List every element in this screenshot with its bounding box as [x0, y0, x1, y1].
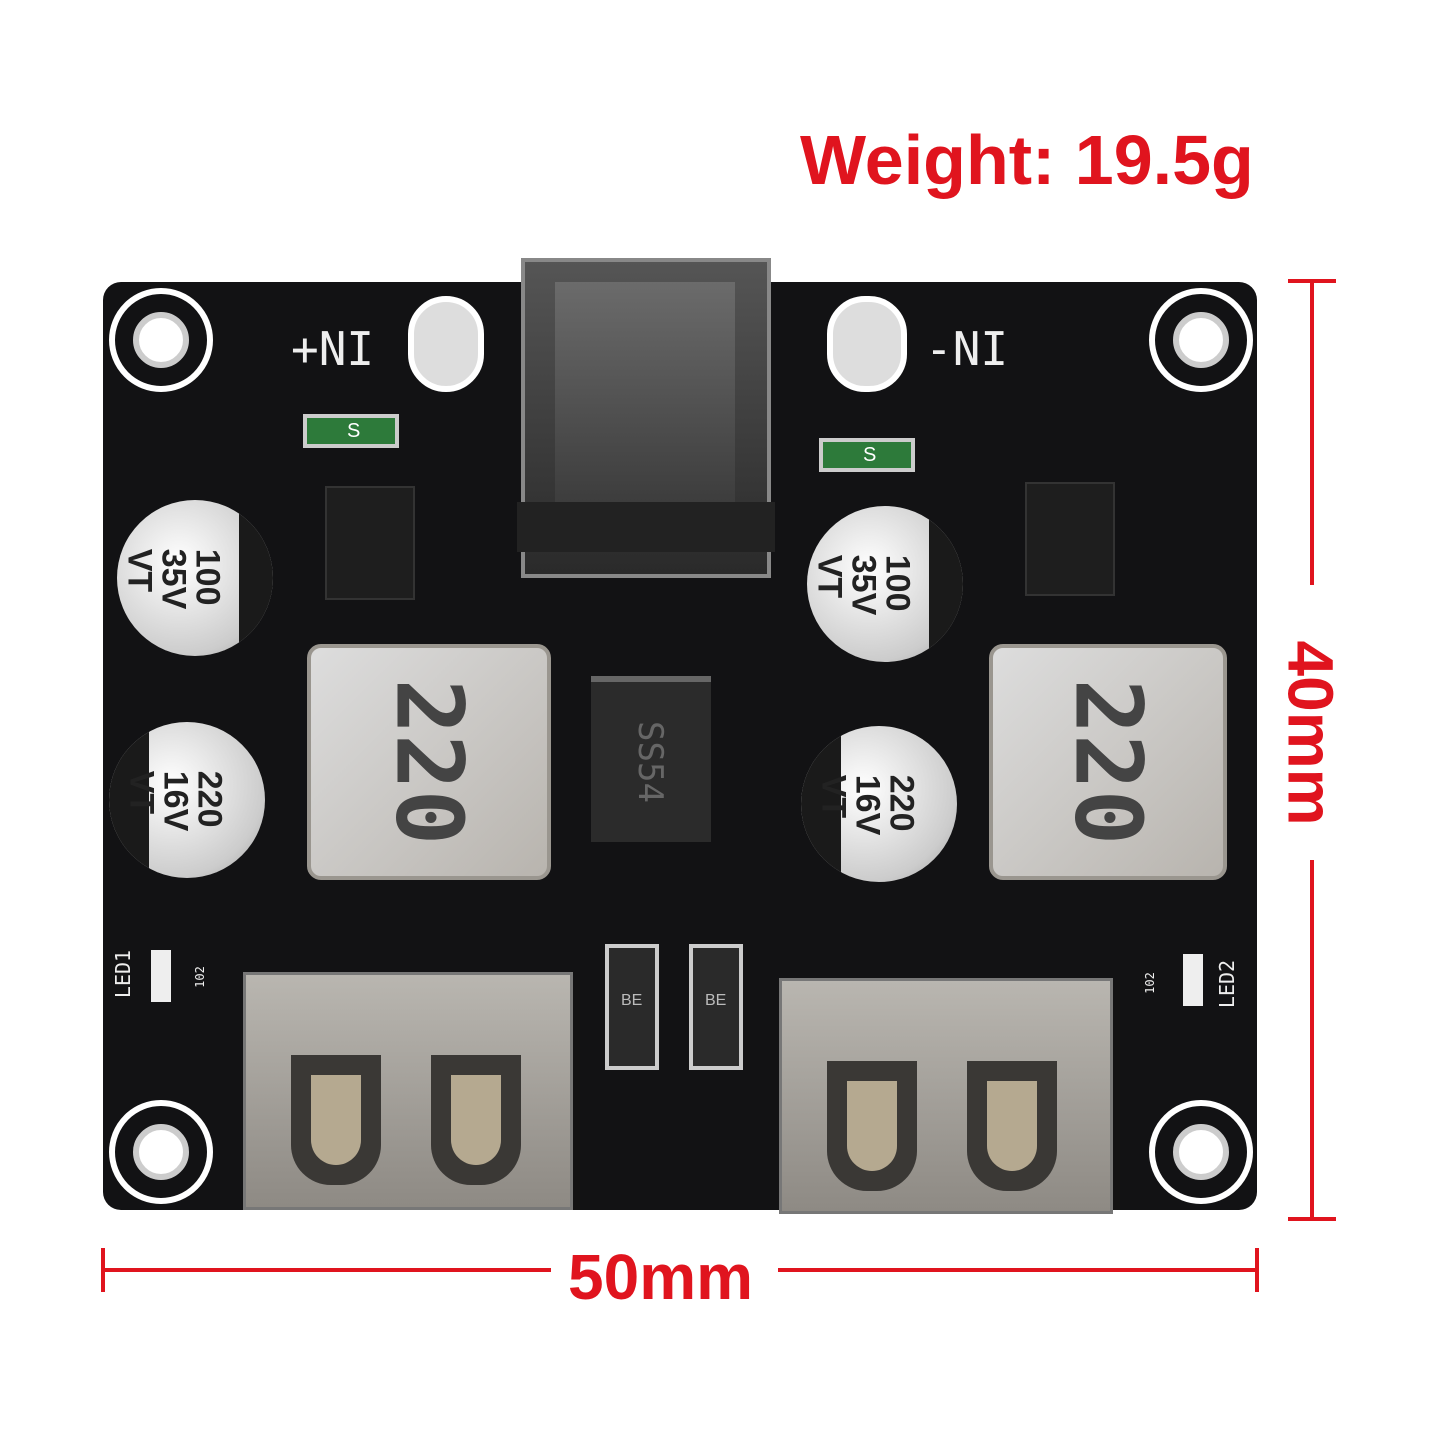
mounting-hole: [109, 288, 213, 392]
input-plus-pad: [408, 296, 484, 392]
input-minus-label: -NI: [925, 322, 1009, 376]
width-dimension-line: [778, 1268, 1258, 1272]
resistor-label: 102: [192, 966, 207, 988]
led1-label: LED1: [111, 949, 136, 999]
capacitor-220uf: 220 16V VT: [109, 722, 265, 878]
ic-chip: [1025, 482, 1115, 596]
weight-label: Weight: 19.5g: [800, 121, 1254, 199]
height-label: 40mm: [1274, 640, 1347, 826]
small-diode: BE: [689, 944, 743, 1070]
usb-a-port: [243, 972, 573, 1210]
width-dimension-line: [101, 1268, 551, 1272]
pcb-board: +NI -NI S S 100 35V VT 100 35V VT 220 16…: [103, 258, 1257, 1214]
inductor: 220: [989, 644, 1227, 880]
mounting-hole: [1149, 1100, 1253, 1204]
capacitor-100uf: 100 35V VT: [117, 500, 273, 656]
led1: [151, 950, 171, 1002]
schottky-diode: SS54: [591, 676, 711, 842]
capacitor-220uf: 220 16V VT: [801, 726, 957, 882]
usb-a-port: [779, 978, 1113, 1214]
resistor-label: 102: [1142, 972, 1157, 994]
height-dimension-line: [1310, 860, 1314, 1220]
ic-chip: [325, 486, 415, 600]
mounting-hole: [109, 1100, 213, 1204]
height-dimension-cap-bottom: [1288, 1217, 1336, 1221]
inductor: 220: [307, 644, 551, 880]
width-label: 50mm: [568, 1241, 753, 1313]
input-plus-label: +NI: [291, 322, 375, 376]
led2-label: LED2: [1215, 959, 1240, 1009]
width-dimension-cap-right: [1255, 1248, 1259, 1292]
fuse: S: [819, 438, 915, 472]
small-diode: BE: [605, 944, 659, 1070]
height-dimension-line: [1310, 279, 1314, 585]
mounting-hole: [1149, 288, 1253, 392]
led2: [1183, 954, 1203, 1006]
fuse: S: [303, 414, 399, 448]
input-minus-pad: [827, 296, 907, 392]
capacitor-100uf: 100 35V VT: [807, 506, 963, 662]
usb-c-connector: [517, 258, 775, 578]
